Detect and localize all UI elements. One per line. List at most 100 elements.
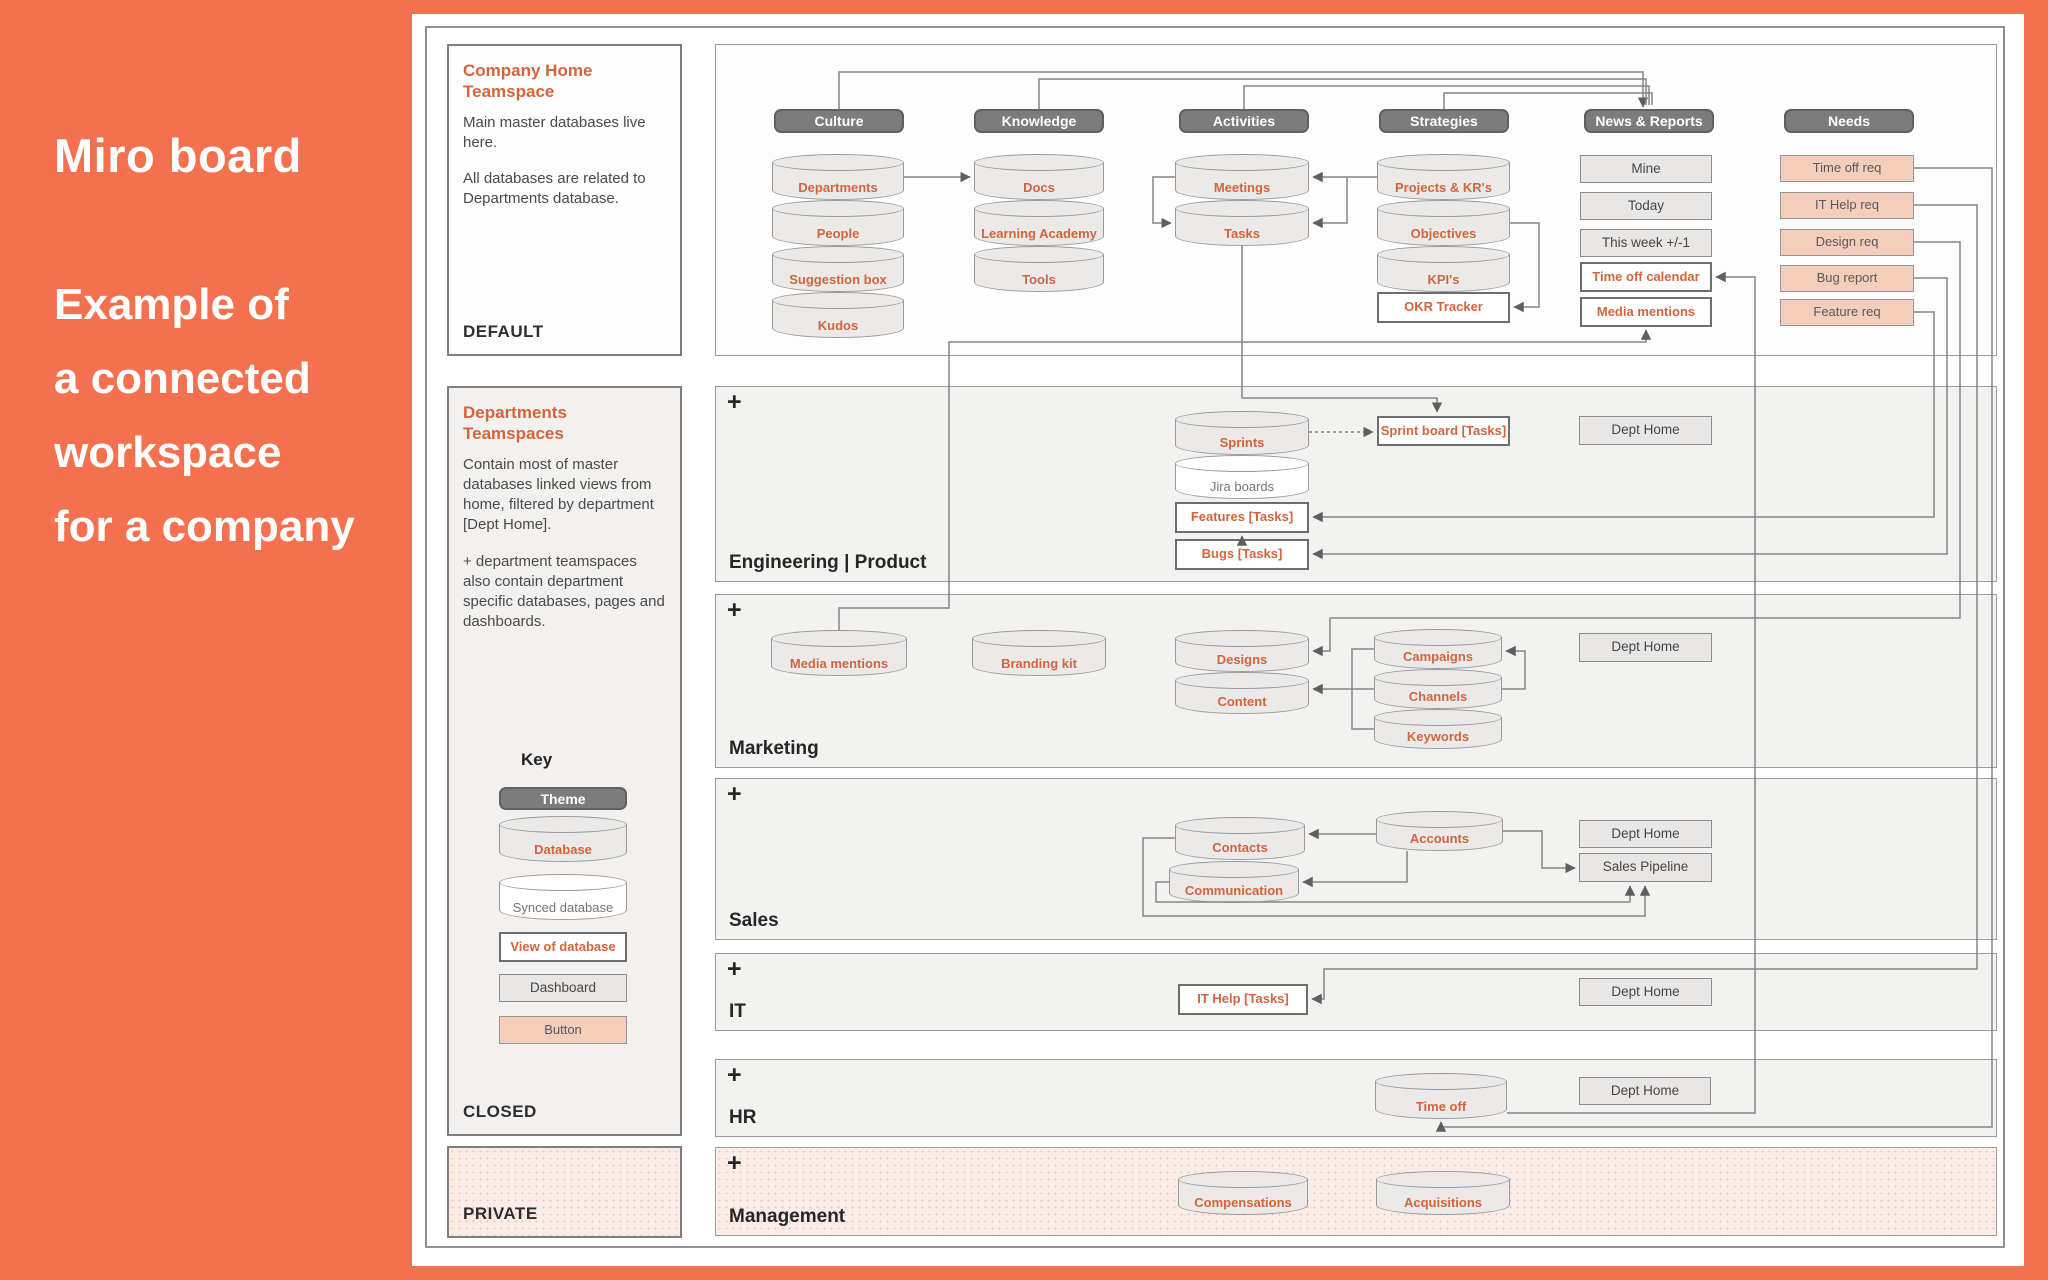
node-keywords[interactable]: Keywords <box>1374 709 1502 749</box>
row-expand-plus[interactable]: + <box>727 1149 742 1177</box>
node-hr-dept-home[interactable]: Dept Home <box>1579 1077 1711 1105</box>
theme-activities[interactable]: Activities <box>1179 109 1309 133</box>
company-home-panel[interactable]: Company Home Teamspace Main master datab… <box>447 44 682 356</box>
row-engineering[interactable]: +Engineering | Product <box>715 386 1997 582</box>
node-it-dept-home[interactable]: Dept Home <box>1579 978 1712 1006</box>
node-label: Learning Academy <box>981 226 1097 241</box>
node-label: Communication <box>1184 883 1284 898</box>
row-it[interactable]: + IT <box>715 953 1997 1031</box>
node-time-off-calendar[interactable]: Time off calendar <box>1580 262 1712 292</box>
row-hr[interactable]: +HR <box>715 1059 1997 1137</box>
cylinder-top <box>499 874 627 891</box>
node-design-req[interactable]: Design req <box>1780 229 1914 256</box>
row-expand-plus[interactable]: + <box>727 388 742 416</box>
row-label: Management <box>729 1206 846 1227</box>
node-meetings[interactable]: Meetings <box>1175 154 1309 200</box>
node-feature-req[interactable]: Feature req <box>1780 299 1914 326</box>
node-label: Suggestion box <box>789 272 887 287</box>
cylinder-top <box>772 154 904 171</box>
node-features-tasks[interactable]: Features [Tasks] <box>1175 502 1309 533</box>
row-expand-plus[interactable]: + <box>727 780 742 808</box>
departments-panel[interactable]: Departments Teamspaces Contain most of m… <box>447 386 682 1136</box>
node-sales-dept-home[interactable]: Dept Home <box>1579 820 1712 848</box>
key-theme[interactable]: Theme <box>499 787 627 810</box>
key-database[interactable]: Database <box>499 816 627 862</box>
node-suggestion-box[interactable]: Suggestion box <box>772 246 904 292</box>
row-management[interactable]: + Management <box>715 1147 1997 1236</box>
page-title: Miro board <box>54 129 302 182</box>
node-kpis[interactable]: KPI's <box>1377 246 1510 292</box>
private-label: PRIVATE <box>463 1204 538 1223</box>
node-label: Sprints <box>1219 435 1265 450</box>
node-compensations[interactable]: Compensations <box>1178 1171 1308 1215</box>
node-sprints[interactable]: Sprints <box>1175 411 1309 455</box>
cylinder-top <box>499 816 627 833</box>
node-sales-pipeline[interactable]: Sales Pipeline <box>1579 853 1712 882</box>
node-tasks[interactable]: Tasks <box>1175 200 1309 246</box>
node-designs[interactable]: Designs <box>1175 630 1309 672</box>
node-bugs-tasks[interactable]: Bugs [Tasks] <box>1175 539 1309 570</box>
node-label: Time off <box>1415 1099 1467 1114</box>
node-content[interactable]: Content <box>1175 672 1309 714</box>
node-branding-kit[interactable]: Branding kit <box>972 630 1106 676</box>
node-campaigns[interactable]: Campaigns <box>1374 629 1502 669</box>
theme-needs[interactable]: Needs <box>1784 109 1914 133</box>
node-jira-boards[interactable]: Jira boards <box>1175 455 1309 499</box>
cylinder-top <box>974 200 1104 217</box>
node-kudos[interactable]: Kudos <box>772 292 904 338</box>
row-expand-plus[interactable]: + <box>727 955 742 983</box>
node-people[interactable]: People <box>772 200 904 246</box>
cylinder-top <box>1175 455 1309 472</box>
cylinder-top <box>771 630 907 647</box>
cylinder-top <box>1175 672 1309 689</box>
node-okr-tracker[interactable]: OKR Tracker <box>1377 292 1510 323</box>
node-label: Meetings <box>1213 180 1271 195</box>
node-label: KPI's <box>1427 272 1460 287</box>
node-bug-report[interactable]: Bug report <box>1780 265 1914 292</box>
node-time-off-req[interactable]: Time off req <box>1780 155 1914 182</box>
node-media-mentions[interactable]: Media mentions <box>771 630 907 676</box>
node-learning-academy[interactable]: Learning Academy <box>974 200 1104 246</box>
row-expand-plus[interactable]: + <box>727 1061 742 1089</box>
theme-strategies[interactable]: Strategies <box>1379 109 1509 133</box>
node-departments[interactable]: Departments <box>772 154 904 200</box>
node-today[interactable]: Today <box>1580 192 1712 220</box>
node-sprint-board-tasks[interactable]: Sprint board [Tasks] <box>1377 416 1510 446</box>
node-acquisitions[interactable]: Acquisitions <box>1376 1171 1510 1215</box>
node-contacts[interactable]: Contacts <box>1175 817 1305 860</box>
node-mkt-dept-home[interactable]: Dept Home <box>1579 633 1712 662</box>
node-projects-krs[interactable]: Projects & KR's <box>1377 154 1510 200</box>
node-eng-dept-home[interactable]: Dept Home <box>1579 416 1712 445</box>
key-view-of-database[interactable]: View of database <box>499 932 627 962</box>
node-docs[interactable]: Docs <box>974 154 1104 200</box>
miro-board[interactable]: Company Home Teamspace Main master datab… <box>425 26 2005 1248</box>
row-sales[interactable]: + Sales <box>715 778 1997 940</box>
row-marketing[interactable]: +Marketing <box>715 594 1997 768</box>
departments-text-1: Contain most of master databases linked … <box>463 455 654 534</box>
key-button[interactable]: Button <box>499 1016 627 1044</box>
theme-news-reports[interactable]: News & Reports <box>1584 109 1714 133</box>
node-this-week[interactable]: This week +/-1 <box>1580 229 1712 257</box>
node-media-mentions-view[interactable]: Media mentions <box>1580 297 1712 327</box>
node-channels[interactable]: Channels <box>1374 669 1502 709</box>
node-label: Departments <box>798 180 878 195</box>
private-panel[interactable]: PRIVATE <box>447 1146 682 1238</box>
row-label: Sales <box>729 910 779 931</box>
node-mine[interactable]: Mine <box>1580 155 1712 183</box>
node-time-off[interactable]: Time off <box>1375 1073 1507 1119</box>
row-expand-plus[interactable]: + <box>727 596 742 624</box>
node-label: Compensations <box>1194 1195 1292 1210</box>
node-tools[interactable]: Tools <box>974 246 1104 292</box>
node-accounts[interactable]: Accounts <box>1376 811 1503 851</box>
node-communication[interactable]: Communication <box>1169 861 1299 903</box>
node-it-help-tasks[interactable]: IT Help [Tasks] <box>1178 984 1308 1015</box>
row-label: IT <box>729 1001 746 1022</box>
node-objectives[interactable]: Objectives <box>1377 200 1510 246</box>
node-it-help-req[interactable]: IT Help req <box>1780 192 1914 219</box>
key-synced-database[interactable]: Synced database <box>499 874 627 920</box>
theme-culture[interactable]: Culture <box>774 109 904 133</box>
key-dashboard[interactable]: Dashboard <box>499 974 627 1002</box>
cylinder-top <box>1175 411 1309 428</box>
theme-knowledge[interactable]: Knowledge <box>974 109 1104 133</box>
